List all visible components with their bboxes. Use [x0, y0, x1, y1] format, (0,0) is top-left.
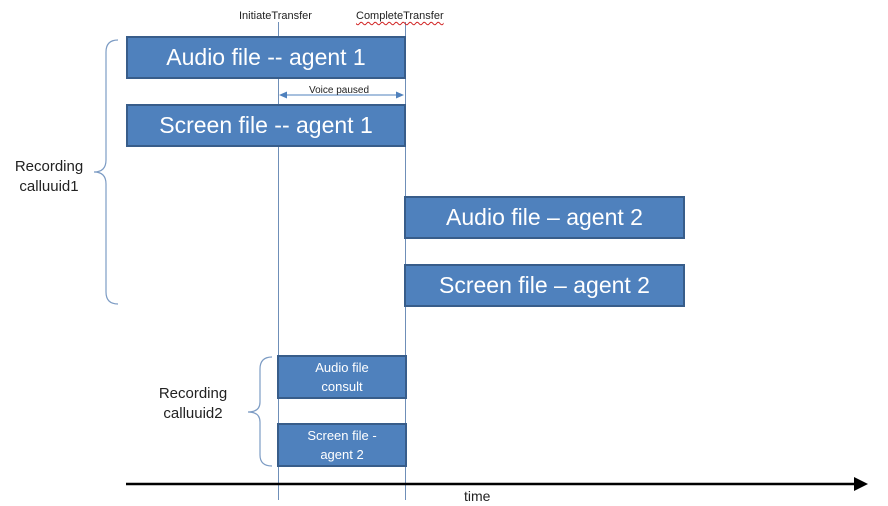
initiate-transfer-line [278, 22, 279, 500]
screen-file-agent-1-box: Screen file -- agent 1 [126, 104, 406, 147]
recording-calluuid2-label: Recording calluuid2 [158, 385, 228, 423]
audio-file-agent-1-label: Audio file -- agent 1 [166, 44, 366, 70]
recording-calluuid1-label: Recording calluuid1 [14, 158, 84, 196]
brace-calluuid1 [93, 39, 119, 305]
brace-calluuid2 [247, 356, 273, 467]
screen-file-agent-2-consult-box: Screen file - agent 2 [277, 423, 407, 467]
initiate-transfer-label: InitiateTransfer [239, 10, 312, 22]
voice-paused-dimension-arrow [279, 91, 404, 99]
audio-file-consult-label: Audio file consult [315, 359, 369, 395]
time-axis-label: time [464, 488, 491, 504]
screen-file-agent-2-label: Screen file – agent 2 [439, 272, 650, 298]
voice-paused-label: Voice paused [309, 85, 370, 96]
time-axis-arrow [126, 477, 868, 491]
screen-file-agent-1-label: Screen file -- agent 1 [159, 112, 373, 138]
screen-file-agent-2-box: Screen file – agent 2 [404, 264, 685, 307]
complete-transfer-line [405, 22, 406, 500]
audio-file-consult-box: Audio file consult [277, 355, 407, 399]
audio-file-agent-2-box: Audio file – agent 2 [404, 196, 685, 239]
screen-file-agent-2-consult-label: Screen file - agent 2 [307, 427, 377, 463]
complete-transfer-label: CompleteTransfer [356, 10, 444, 22]
audio-file-agent-1-box: Audio file -- agent 1 [126, 36, 406, 79]
audio-file-agent-2-label: Audio file – agent 2 [446, 204, 643, 230]
